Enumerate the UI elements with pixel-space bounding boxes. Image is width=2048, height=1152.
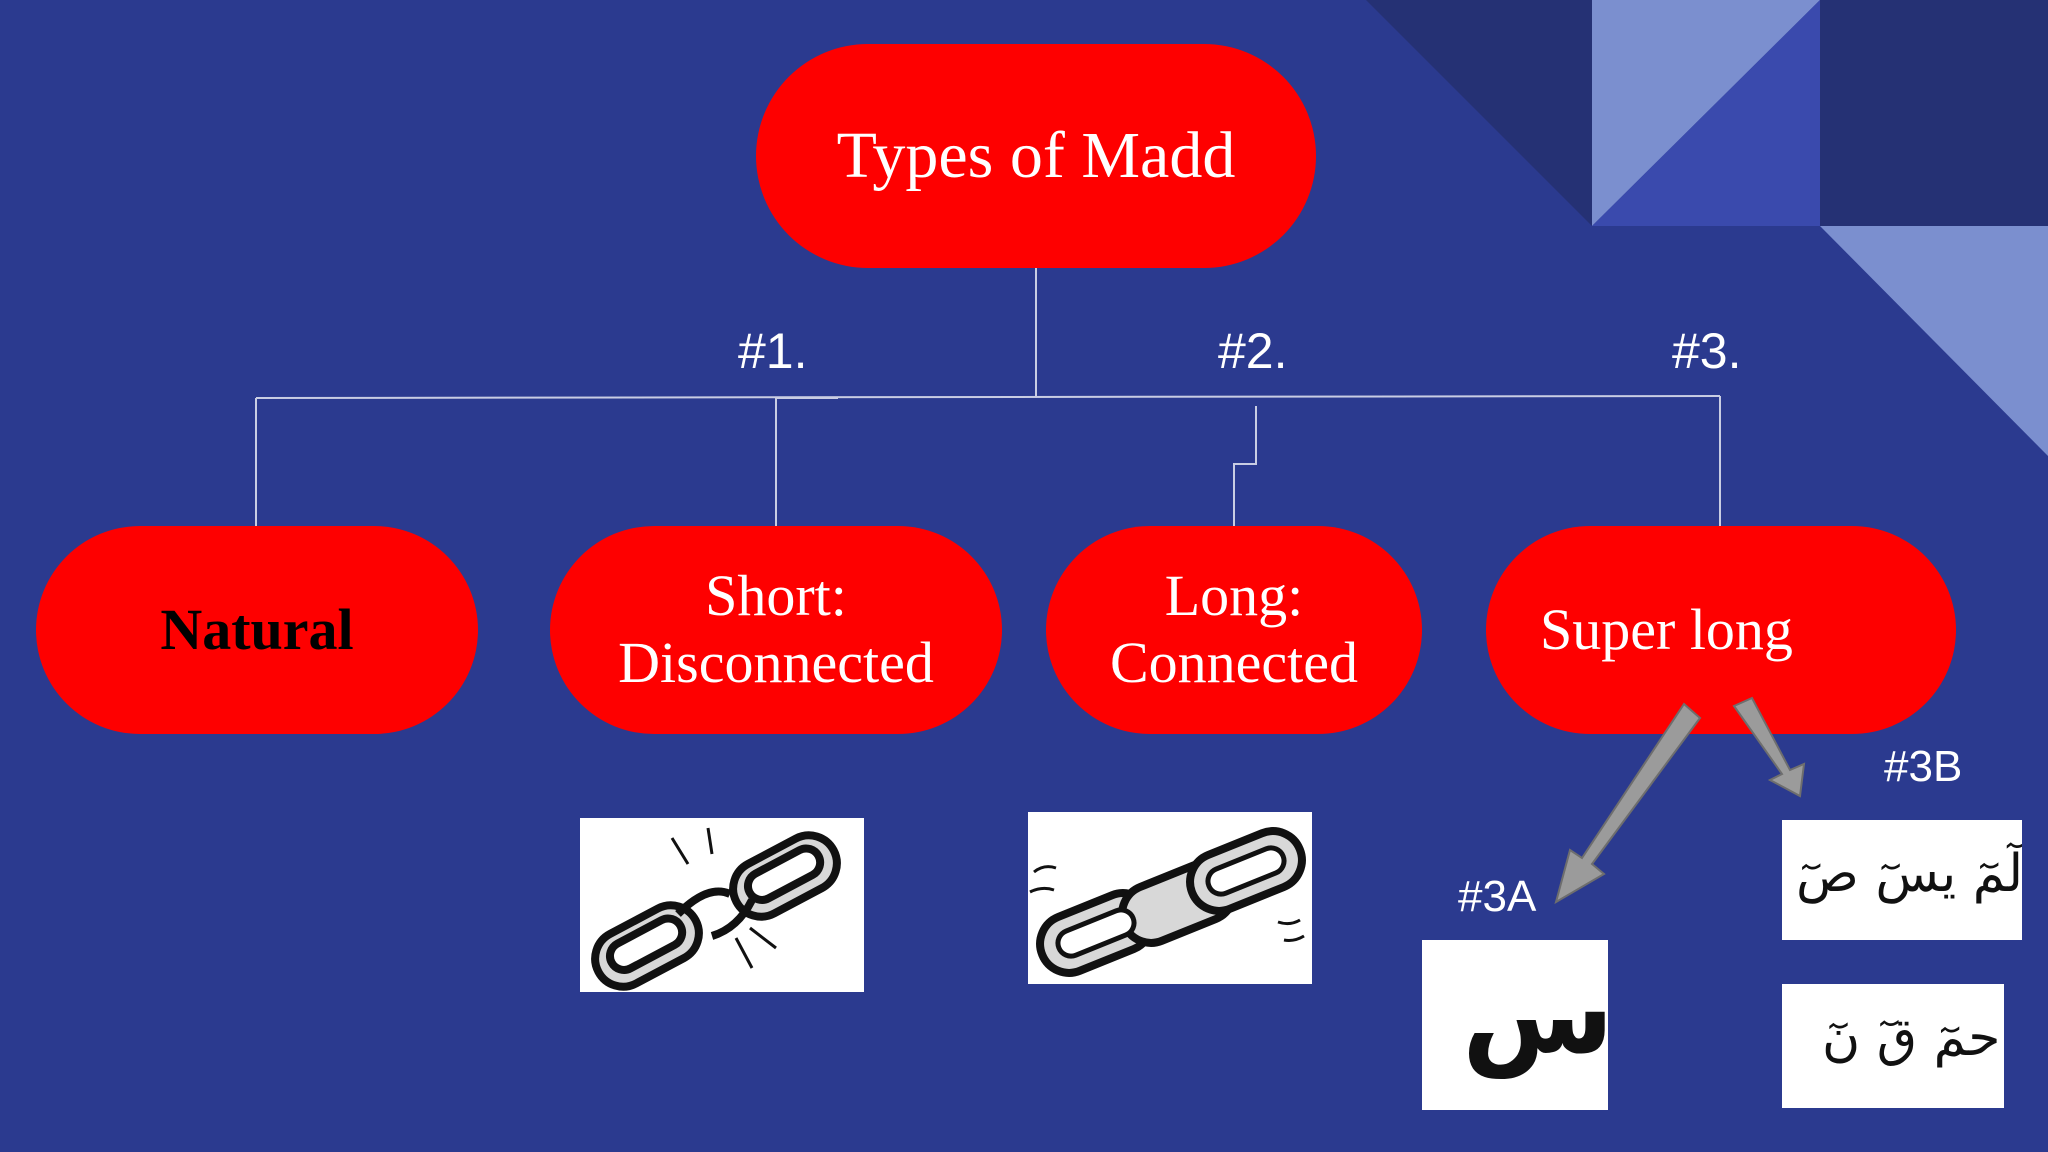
connected-chain-icon [1029, 827, 1306, 977]
branch-number-3: #3. [1672, 323, 1742, 379]
letters-3b-top-image: الٓمٓ يسٓ صٓ [1782, 820, 2022, 940]
arrow-to-3a [1554, 702, 1702, 905]
letter-3a: س [1462, 950, 1608, 1078]
letter-3a-image: س [1422, 940, 1608, 1110]
node-super-long: Super long [1486, 526, 1956, 734]
letters-3b-bottom: حمٓ قٓ نٓ [1822, 1008, 2001, 1068]
root-label: Types of Madd [836, 119, 1236, 193]
branch-number-1: #1. [738, 323, 808, 379]
root-node: Types of Madd [756, 44, 1316, 268]
node-long: Long: Connected [1046, 526, 1422, 734]
arrow-to-3b [1732, 696, 1806, 798]
letters-3b-top: الٓمٓ يسٓ صٓ [1796, 844, 2022, 904]
connected-chain-image [1028, 812, 1312, 984]
node-long-label: Long: Connected [1109, 563, 1359, 695]
letters-3b-bottom-image: حمٓ قٓ نٓ [1782, 984, 2004, 1108]
label-3b: #3B [1884, 742, 1963, 791]
node-natural-label: Natural [160, 596, 354, 662]
node-super-long-label: Super long [1540, 596, 1793, 662]
branch-number-2: #2. [1218, 323, 1288, 379]
broken-chain-image [580, 818, 864, 992]
node-natural: Natural [36, 526, 478, 734]
node-short: Short: Disconnected [550, 526, 1002, 734]
label-3a: #3A [1458, 872, 1537, 921]
broken-chain-icon [591, 827, 841, 991]
node-short-label: Short: Disconnected [618, 563, 934, 695]
